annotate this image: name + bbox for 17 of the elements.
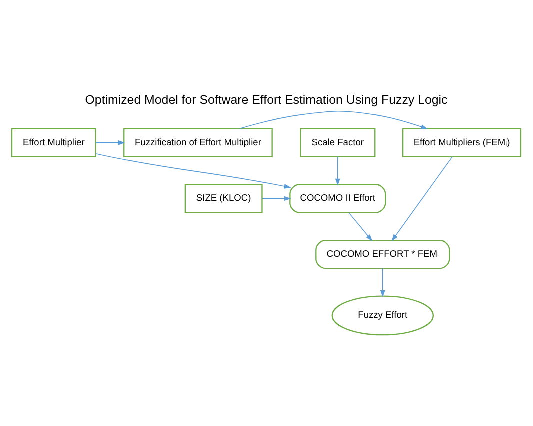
node-ellipse: Fuzzy Effort [332, 296, 434, 336]
node-box: COCOMO EFFORT * FEMᵢ [316, 240, 450, 270]
arrow [335, 156, 340, 186]
node-box: Scale Factor [300, 128, 376, 158]
node-box: COCOMO II Effort [290, 184, 386, 214]
arrow [380, 268, 386, 298]
arrow [348, 212, 373, 242]
arrow [262, 196, 292, 202]
node-box: SIZE (KLOC) [184, 184, 263, 214]
node-box: Effort Multiplier [11, 128, 96, 158]
arrow [96, 154, 292, 189]
arrow [239, 110, 428, 130]
node-box: Effort Multipliers (FEMᵢ) [402, 128, 522, 158]
arrow [392, 156, 453, 242]
arrow [96, 140, 126, 146]
diagram-title: Optimized Model for Software Effort Estimation Using Fuzzy Logic [85, 93, 448, 108]
node-box: Fuzzification of Effort Multiplier [124, 128, 273, 158]
